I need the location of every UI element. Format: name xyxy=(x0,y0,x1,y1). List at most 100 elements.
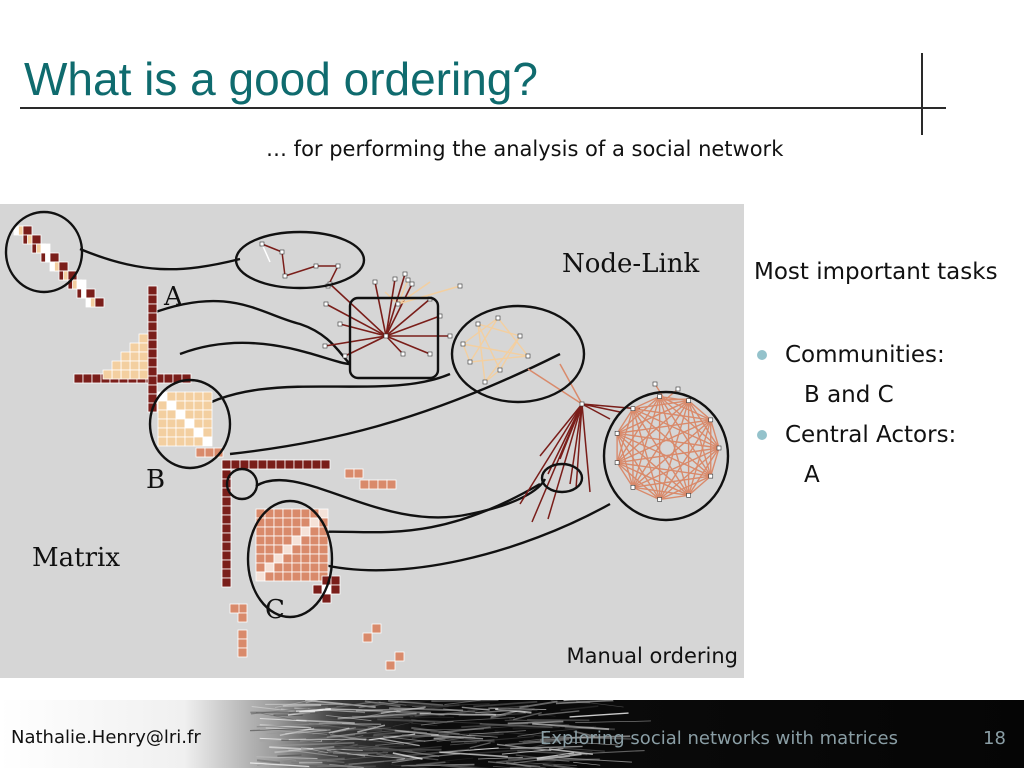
matrix-cell xyxy=(353,468,364,479)
fur-strand xyxy=(469,742,491,749)
fur-strand xyxy=(282,704,322,707)
fur-strand xyxy=(347,753,406,759)
matrix-cells xyxy=(13,225,405,671)
fur-strand xyxy=(363,738,405,746)
graph-edge xyxy=(616,400,690,464)
graph-node xyxy=(383,333,389,339)
fur-strand xyxy=(380,706,426,714)
fur-strand xyxy=(316,725,373,729)
graph-edge xyxy=(469,317,499,363)
cluster-outline xyxy=(246,499,334,619)
matrix-cell xyxy=(195,447,206,458)
fur-strand xyxy=(325,707,401,713)
matrix-cell xyxy=(237,638,248,649)
figure-drawing: Node-Link Matrix A B C xyxy=(4,210,730,671)
graph-edge xyxy=(617,419,711,435)
fur-texture-decoration xyxy=(249,700,651,768)
fur-strand xyxy=(575,720,651,723)
matrix-cell xyxy=(111,369,122,380)
fur-strand xyxy=(438,710,478,717)
matrix-cell xyxy=(147,384,158,395)
fur-strand xyxy=(347,752,389,755)
fur-strand xyxy=(320,725,383,732)
graph-edge xyxy=(385,283,413,337)
cluster-outline xyxy=(450,304,586,404)
matrix-cell xyxy=(273,562,284,573)
fur-strand xyxy=(525,712,556,717)
matrix-cell xyxy=(371,623,382,634)
fur-strand xyxy=(299,733,356,742)
matrix-cell xyxy=(157,427,168,438)
fur-strand xyxy=(337,712,417,720)
matrix-cell xyxy=(237,612,248,623)
graph-edge xyxy=(659,475,712,501)
graph-node xyxy=(409,281,415,287)
fur-strand xyxy=(531,740,561,749)
fur-strand xyxy=(356,747,426,753)
matrix-cell xyxy=(138,351,149,362)
matrix-cell xyxy=(31,234,42,245)
fur-strand xyxy=(517,731,547,737)
fur-strand xyxy=(256,722,337,728)
matrix-cell xyxy=(293,459,304,470)
matrix-cell xyxy=(309,526,320,537)
fur-strand xyxy=(379,738,420,747)
fur-strand xyxy=(259,724,312,729)
matrix-cell xyxy=(147,303,158,314)
graph-edge xyxy=(688,400,720,449)
graph-node xyxy=(475,321,481,327)
graph-edge xyxy=(329,283,387,337)
matrix-cell xyxy=(147,294,158,305)
matrix-cell xyxy=(147,285,158,296)
fur-strand xyxy=(341,729,397,737)
matrix-cell xyxy=(320,459,331,470)
matrix-cell xyxy=(264,535,275,546)
graph-edge xyxy=(499,335,521,371)
graph-node xyxy=(657,394,662,399)
fur-strand xyxy=(295,709,323,712)
matrix-cell xyxy=(147,321,158,332)
fur-strand xyxy=(402,748,470,757)
task-detail: B and C xyxy=(804,382,894,408)
fur-strand xyxy=(460,764,492,768)
graph-edge xyxy=(688,447,720,496)
graph-edge xyxy=(632,486,689,496)
fur-strand xyxy=(532,722,610,731)
matrix-cell xyxy=(76,279,87,290)
fur-strand xyxy=(330,701,371,709)
fur-strand xyxy=(329,736,391,739)
cluster-outline xyxy=(225,467,259,501)
matrix-cell xyxy=(330,575,341,586)
matrix-cell xyxy=(221,514,232,525)
matrix-cell xyxy=(193,400,204,411)
graph-edge xyxy=(477,323,486,383)
graph-edges xyxy=(261,243,720,523)
fur-strand xyxy=(461,706,490,711)
fur-strand xyxy=(507,720,564,725)
matrix-cell xyxy=(147,330,158,341)
fur-strand xyxy=(560,705,599,712)
graph-edge xyxy=(632,395,660,410)
graph-node xyxy=(467,359,473,365)
graph-node xyxy=(395,301,401,307)
matrix-cell xyxy=(221,550,232,561)
graph-edge xyxy=(539,403,583,457)
fur-strand xyxy=(351,715,404,719)
matrix-cell xyxy=(239,459,250,470)
matrix-cell xyxy=(193,391,204,402)
graph-node xyxy=(657,497,662,502)
fur-strand xyxy=(506,761,532,768)
graph-node xyxy=(525,353,531,359)
matrix-cell xyxy=(255,553,266,564)
graph-edge xyxy=(688,400,712,421)
graph-edge xyxy=(581,403,621,413)
fur-strand xyxy=(538,710,580,716)
connection-curve xyxy=(255,478,547,519)
matrix-cell xyxy=(273,535,284,546)
matrix-cell xyxy=(111,360,122,371)
graph-edge xyxy=(397,281,431,305)
footer-talk-title: Exploring social networks with matrices xyxy=(540,728,898,749)
matrix-cell xyxy=(147,339,158,350)
graph-node xyxy=(460,341,466,347)
fur-strand xyxy=(403,704,460,712)
